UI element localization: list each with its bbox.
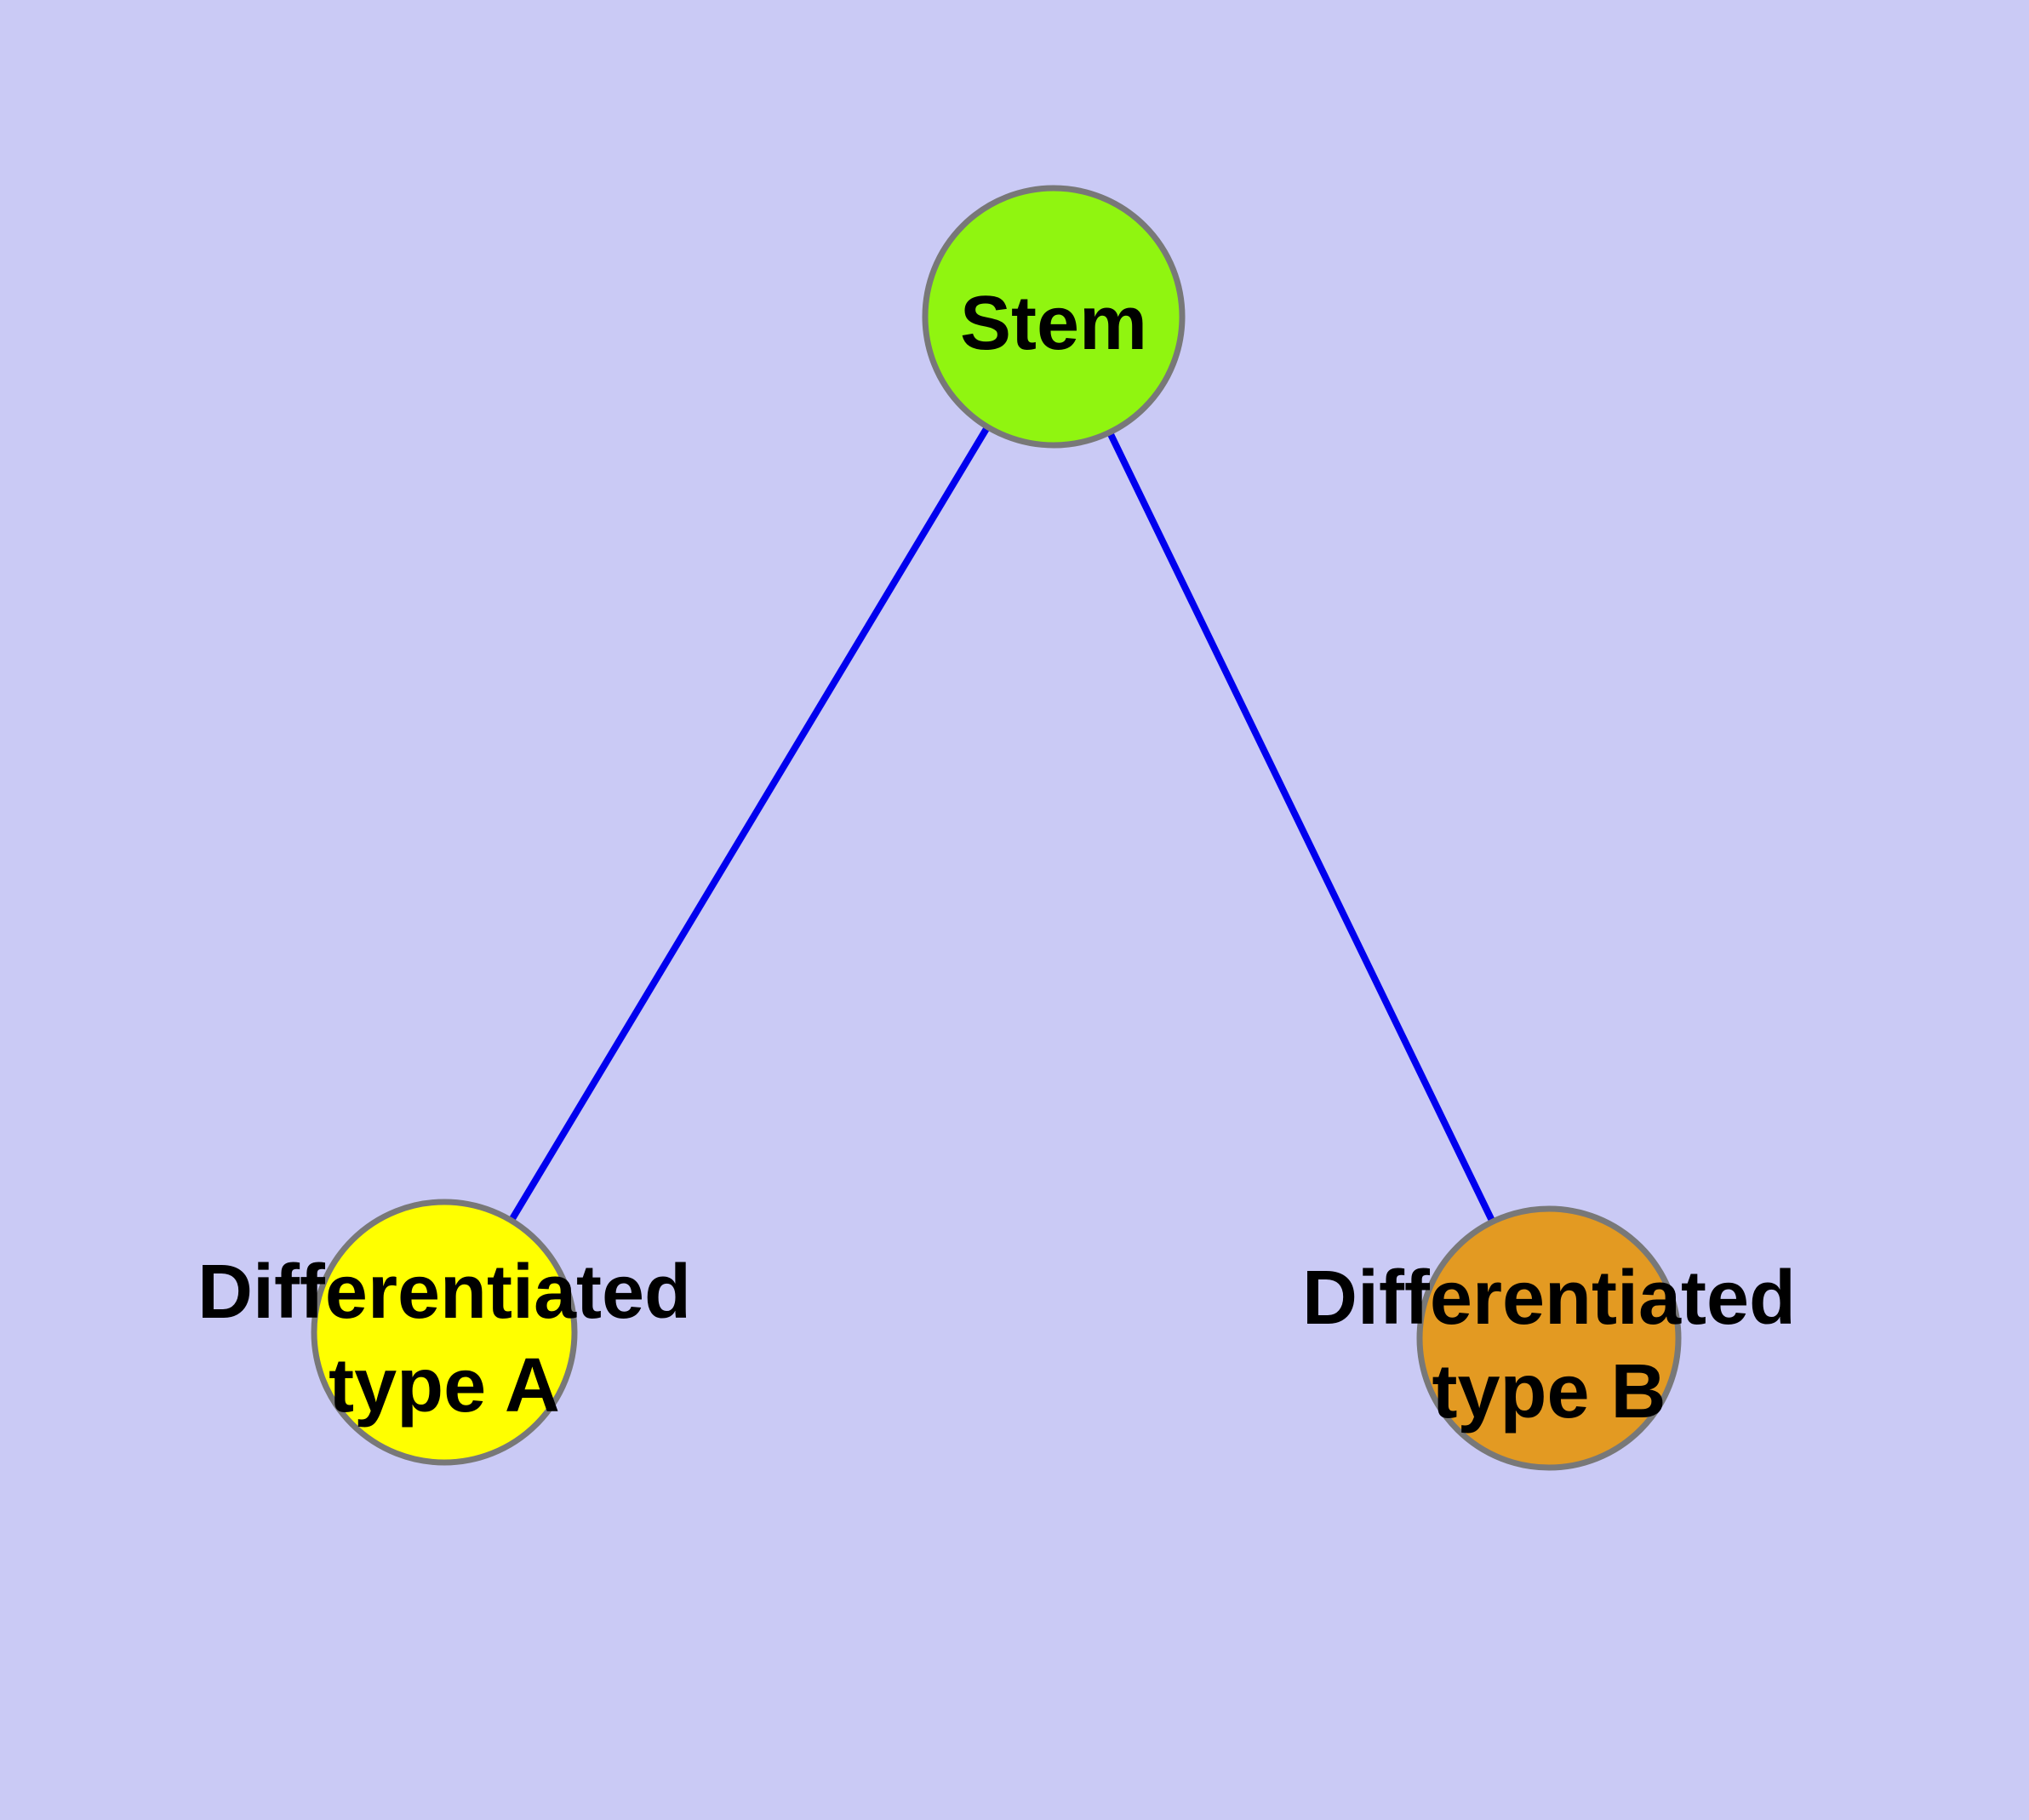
edge-stem-to-differentiated-type-b xyxy=(1050,315,1552,1340)
node-differentiated-type-a-circle xyxy=(311,1199,578,1466)
node-differentiated-type-b-label-line1: Differentiated xyxy=(1302,1256,1796,1341)
node-differentiated-type-a-label-line1: Differentiated xyxy=(197,1250,691,1335)
node-differentiated-type-b-circle xyxy=(1416,1205,1682,1471)
edge-stem-to-differentiated-type-a xyxy=(441,314,1057,1335)
node-stem-circle xyxy=(922,185,1186,449)
node-stem-label: Stem xyxy=(960,281,1147,366)
node-differentiated-type-a-label-line2: type A xyxy=(329,1343,560,1428)
node-differentiated-type-b-label-line2: type B xyxy=(1432,1349,1666,1434)
